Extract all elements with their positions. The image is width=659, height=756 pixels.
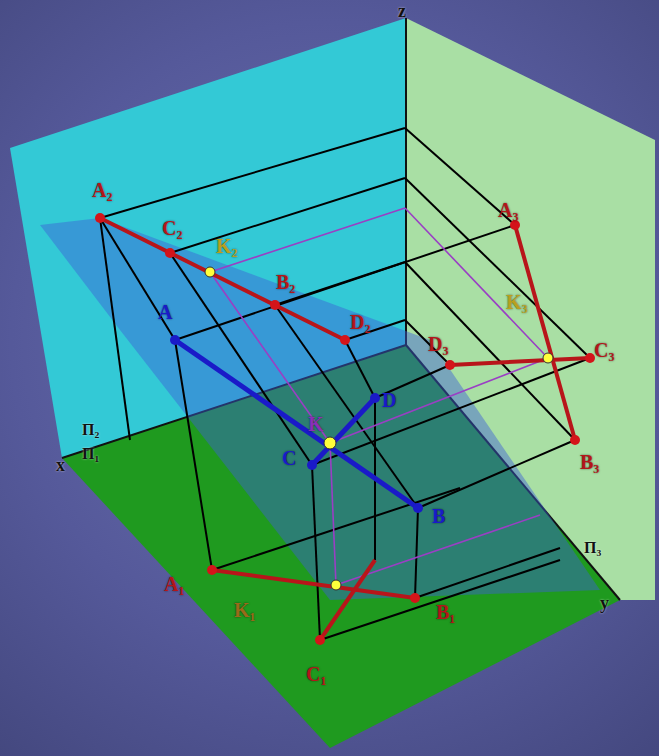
point-label: A₁ [164,574,184,594]
point-label: B₁ [436,602,455,622]
point-label: A₃ [498,200,518,220]
space-segments [175,340,418,508]
projection-segments [100,218,590,640]
point-label: K₂ [216,236,238,256]
point-label: D₂ [350,312,370,332]
point-label: Π₁ [82,446,99,462]
cutting-plane [40,218,600,600]
point-label: Π₃ [584,540,601,556]
intersection-points [205,267,553,590]
point-label: B [432,506,445,526]
point-label: D [382,390,396,410]
point-label: A₂ [92,180,112,200]
point-label: x [56,456,65,474]
point-label: C₃ [594,340,614,360]
point-label: K₃ [506,292,528,312]
point-label: K [308,414,324,434]
projection-lines [100,128,590,640]
point-label: D₃ [428,334,448,354]
point-label: K₁ [234,600,256,620]
point-label: y [600,594,609,612]
point-label: B₂ [276,272,295,292]
point-label: z [398,2,406,20]
point-label: C₂ [162,218,182,238]
point-label: A [158,302,172,322]
points [95,213,595,645]
point-label: B₃ [580,452,599,472]
space-points [170,335,423,513]
point-label: C [282,448,296,468]
point-label: C₁ [306,664,326,684]
point-label: Π₂ [82,422,99,438]
